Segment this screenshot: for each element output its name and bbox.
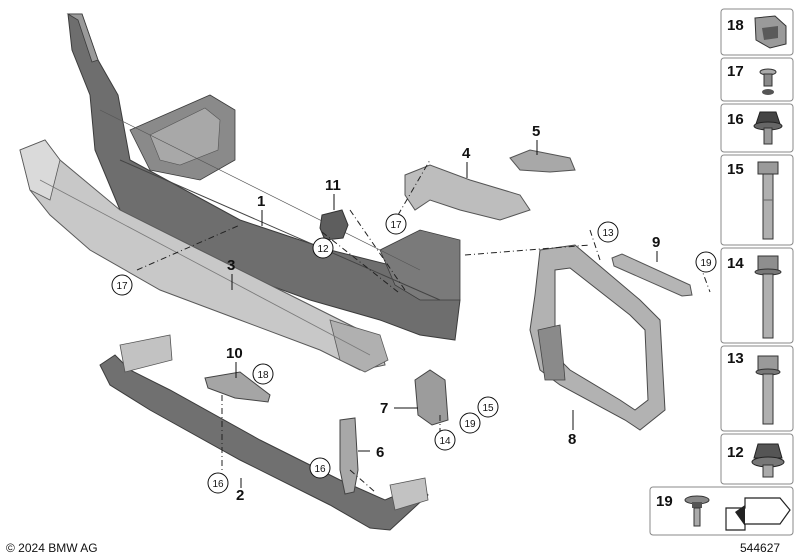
flange-screw-icon xyxy=(753,111,783,145)
callout-4: 4 xyxy=(462,145,471,162)
circle-15: 15 xyxy=(482,403,494,414)
leader-lines xyxy=(231,140,658,488)
circle-19a: 19 xyxy=(700,258,712,269)
circled-callouts xyxy=(111,213,717,494)
legend-label-12: 12 xyxy=(727,444,744,461)
circle-16a: 16 xyxy=(212,479,224,490)
long-hex-bolt-icon xyxy=(757,161,779,240)
part-10-plate xyxy=(204,371,271,403)
legend-labels: 18 17 16 15 14 13 12 19 xyxy=(656,17,744,510)
arrow-direction-icon xyxy=(725,497,791,531)
part-3-bumper-bracket xyxy=(19,139,389,373)
legend-label-15: 15 xyxy=(727,161,744,178)
torx-screw-icon xyxy=(684,495,710,527)
callout-3: 3 xyxy=(227,257,235,274)
circle-12: 12 xyxy=(317,244,329,255)
circle-18: 18 xyxy=(257,370,269,381)
diagram-number: 544627 xyxy=(740,541,781,555)
callout-11: 11 xyxy=(325,177,341,194)
hex-bolt-icon xyxy=(755,355,781,425)
circle-19b: 19 xyxy=(464,419,476,430)
circle-13: 13 xyxy=(602,228,614,239)
rivet-icon xyxy=(759,68,777,95)
long-hex-bolt-icon-2 xyxy=(754,255,782,339)
legend-label-14: 14 xyxy=(727,255,744,272)
callout-10: 10 xyxy=(226,345,243,362)
part-11-mount xyxy=(319,209,349,241)
circled-callout-labels: 17 17 12 13 19 18 15 19 14 16 16 xyxy=(116,220,712,490)
legend-label-18: 18 xyxy=(727,17,744,34)
part-6-bracket xyxy=(339,417,359,495)
legend-cell-15 xyxy=(720,154,794,246)
part-4-bracket xyxy=(404,164,531,221)
callout-8: 8 xyxy=(568,431,576,448)
circle-16b: 16 xyxy=(314,464,326,475)
callout-7: 7 xyxy=(380,400,388,417)
legend-label-13: 13 xyxy=(727,350,744,367)
circle-17b: 17 xyxy=(390,220,402,231)
legend-label-17: 17 xyxy=(727,63,744,80)
part-9-bracket xyxy=(611,253,693,297)
copyright-text: © 2024 BMW AG xyxy=(6,541,98,555)
circle-17a: 17 xyxy=(116,281,128,292)
legend-label-19: 19 xyxy=(656,493,673,510)
clip-nut-icon xyxy=(754,15,787,49)
circle-14: 14 xyxy=(439,436,451,447)
callout-6: 6 xyxy=(376,444,384,461)
legend-label-16: 16 xyxy=(727,111,744,128)
flange-nut-icon xyxy=(751,443,785,478)
legend-cell-17 xyxy=(720,57,794,102)
part-7-bracket xyxy=(414,369,449,426)
assembly-lines xyxy=(136,159,711,493)
part-8-radiator-frame xyxy=(529,244,666,431)
callout-1: 1 xyxy=(257,193,265,210)
part-1-carrier-beam xyxy=(66,13,461,341)
callout-2: 2 xyxy=(236,487,244,504)
part-5-bracket xyxy=(509,149,576,173)
callout-9: 9 xyxy=(652,234,660,251)
part-callouts: 1 2 3 4 5 6 7 8 9 10 11 xyxy=(226,123,660,504)
callout-5: 5 xyxy=(532,123,540,140)
